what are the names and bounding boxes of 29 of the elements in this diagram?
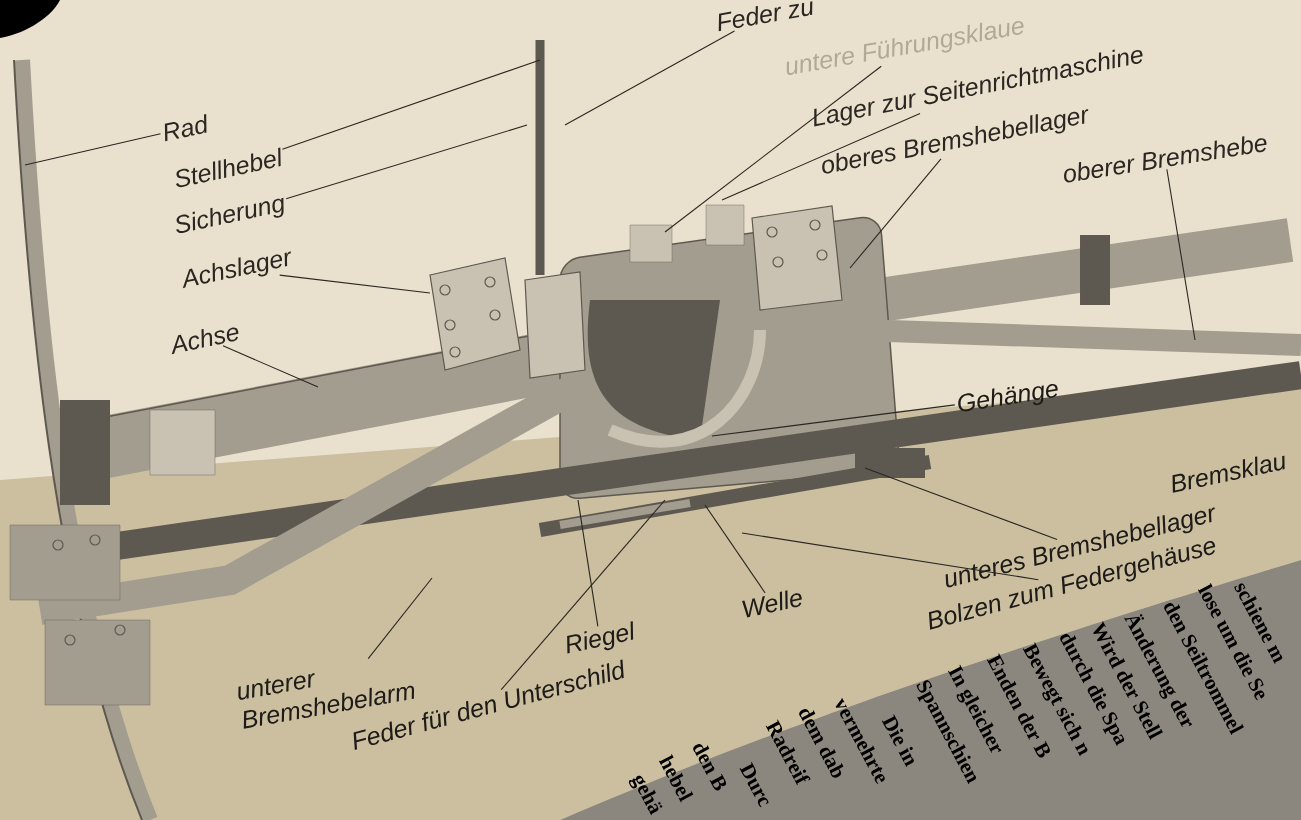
leader-line (577, 499, 599, 627)
leader-line (721, 112, 921, 201)
leader-line (285, 124, 528, 200)
part-label: Bremsklau (1172, 455, 1285, 493)
part-label: Feder zu (718, 1, 813, 32)
part-label: Stellhebel (176, 147, 281, 188)
part-label: Gehänge (958, 383, 1058, 412)
part-label: Sicherung (176, 197, 284, 233)
book-text: den B (693, 744, 727, 791)
part-label: oberer Bremshebe (1064, 136, 1267, 183)
leader-line (279, 274, 431, 294)
leader-line (849, 158, 942, 269)
leader-line (222, 345, 319, 388)
part-label: Welle (742, 590, 802, 618)
leader-line (1166, 168, 1196, 341)
part-label: Riegel (567, 621, 634, 654)
part-label: Achslager (182, 251, 291, 289)
leader-line (367, 577, 433, 660)
leader-line (704, 504, 766, 594)
leader-line (500, 499, 666, 691)
leader-line (564, 30, 736, 126)
part-label: Achse (171, 327, 239, 355)
leader-line (711, 404, 956, 437)
part-label: Rad (164, 114, 207, 142)
leader-line (24, 133, 162, 166)
leader-line (864, 467, 1058, 540)
leader-line (664, 65, 882, 233)
leader-line (281, 59, 541, 150)
leader-line (741, 532, 1039, 581)
